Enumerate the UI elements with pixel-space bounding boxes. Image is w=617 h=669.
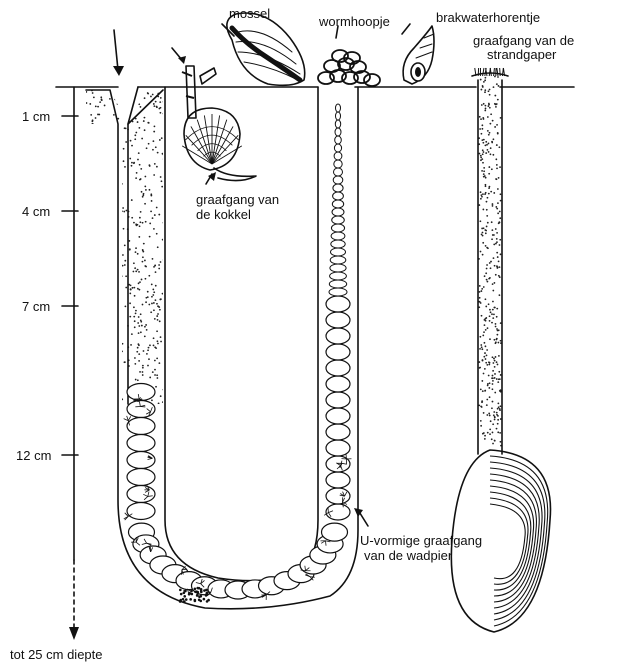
- worm-cast: [318, 50, 380, 86]
- lugworm-burrow: [85, 87, 358, 609]
- cockle: [182, 66, 256, 181]
- inflow-arrow: [114, 30, 118, 70]
- sand-stipple: [85, 89, 164, 404]
- depth-label-1cm: 1 cm: [22, 109, 50, 124]
- label-lugworm-2: van de wadpier: [364, 548, 453, 563]
- depth-label-7cm: 7 cm: [22, 299, 50, 314]
- label-gaper-1: graafgang van de: [473, 33, 574, 48]
- label-mussel: mossel: [229, 6, 270, 21]
- arrows: [113, 24, 410, 526]
- gaper-burrow: [472, 68, 508, 454]
- depth-label-12cm: 12 cm: [16, 448, 51, 463]
- label-lugworm-1: U-vormige graafgang: [360, 533, 482, 548]
- label-cockle-2: de kokkel: [196, 207, 251, 222]
- label-gaper-2: strandgaper: [487, 47, 557, 62]
- label-depth-bottom: tot 25 cm diepte: [10, 647, 103, 662]
- label-snail: brakwaterhorentje: [436, 10, 540, 25]
- depth-axis: 1 cm 4 cm 7 cm 12 cm: [16, 87, 79, 640]
- label-cockle-1: graafgang van: [196, 192, 279, 207]
- lugworm-tail: [329, 104, 347, 296]
- label-worm-cast: wormhoopje: [318, 14, 390, 29]
- depth-label-4cm: 4 cm: [22, 204, 50, 219]
- snail: [403, 26, 434, 84]
- mussel: [227, 13, 305, 85]
